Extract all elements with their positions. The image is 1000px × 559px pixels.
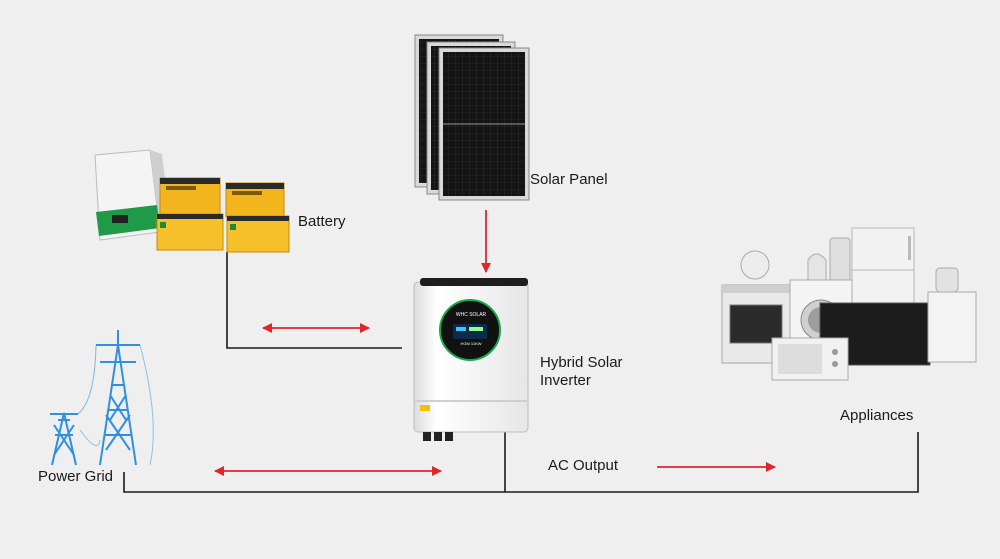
power-grid-label: Power Grid — [38, 468, 114, 485]
appliances-label: Appliances — [840, 407, 914, 424]
inverter-model-text: HGM 11KW — [460, 341, 482, 346]
battery-label: Battery — [298, 213, 346, 230]
power-grid-tower-icon — [50, 330, 154, 466]
wiring — [123, 252, 919, 493]
inverter-icon — [413, 278, 529, 441]
ac-output-label: AC Output — [548, 457, 619, 474]
battery-icon — [94, 149, 290, 253]
flow-arrows — [214, 210, 776, 476]
solar-panel-label: Solar Panel — [530, 171, 608, 188]
inverter-brand-text: WHC SOLAR — [455, 312, 487, 318]
inverter-label: Hybrid Solar Inverter — [540, 354, 623, 390]
inverter-label-line1: Hybrid Solar — [540, 354, 623, 371]
appliances-icon — [721, 227, 977, 381]
battery-wire — [226, 252, 402, 349]
inverter-label-line2: Inverter — [540, 372, 591, 389]
solar-panel-icon — [414, 34, 530, 201]
ac-bus-wire — [123, 432, 919, 493]
